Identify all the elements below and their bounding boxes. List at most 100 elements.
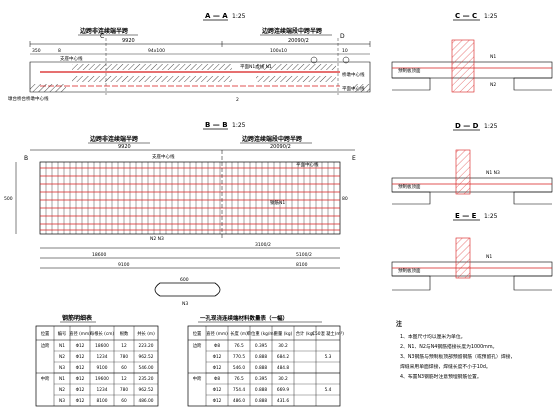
material-table-header-cell: 重量 (kg) [274, 330, 293, 337]
material-table-cell: 546.0 [233, 365, 246, 371]
stirrup-dim1: 600 [180, 277, 189, 283]
material-table-header-cell: 长度 (m) [230, 330, 248, 337]
material-table-cell: Φ8 [214, 343, 220, 349]
top-dim-mid2: 100x10 [270, 48, 287, 54]
material-table-cell: 0.888 [255, 387, 268, 393]
material-table-cell: 边跨 [193, 342, 202, 349]
mid-dim-left: 9920 [118, 144, 131, 150]
rebar-table-cell: 18600 [95, 343, 109, 349]
cross-section-ee [391, 237, 553, 291]
top-note-left: 支座中心线 [60, 55, 83, 62]
material-table-cell: 0.888 [255, 365, 268, 371]
notes-title: 注 [396, 320, 402, 328]
top-title-left: 边跨非连续端半跨 [79, 27, 129, 35]
material-table-cell: 30.2 [278, 343, 288, 349]
top-label-red: 平面N1虚线 N1 [240, 63, 272, 70]
rebar-table-cell: 中跨 [41, 375, 50, 382]
section-bb-label: B — B [205, 121, 228, 129]
top-dim-mid: 94x100 [148, 48, 165, 54]
material-table-cell: 76.5 [234, 343, 244, 349]
cross-section-dd [391, 149, 553, 205]
rebar-table-cell: 780 [120, 387, 128, 393]
material-table-cell: Φ12 [213, 354, 222, 360]
rebar-table-cell: 1234 [97, 387, 108, 393]
rebar-table-cell: 546.00 [138, 365, 153, 371]
section-cc-label: C — C [455, 12, 477, 20]
rebar-table-cell: 8100 [97, 398, 108, 404]
rebar-table-cell: 边跨 [41, 342, 50, 349]
material-table-cell: Φ12 [213, 387, 222, 393]
section-dd-label: D — D [455, 122, 479, 130]
rebar-table-cell: Φ12 [76, 354, 85, 360]
rebar-table-header-cell: 位置 [41, 330, 50, 337]
cc-label3: N2 [490, 82, 496, 88]
cross-section-cc [391, 39, 553, 93]
material-table-cell: 30.2 [278, 376, 288, 382]
material-table-cell: 684.2 [277, 354, 290, 360]
material-table-frame [187, 325, 341, 407]
cc-label2: N1 [490, 54, 496, 60]
material-table-cell: 76.5 [234, 376, 244, 382]
rebar-table-cell: 60 [121, 365, 127, 371]
section-bb-scale: 1:25 [232, 122, 246, 129]
stirrup-dim2: N3 [182, 301, 188, 307]
top-title-right: 边跨连续端段中跨半跨 [261, 27, 323, 35]
cut-marker-c: C [100, 33, 104, 40]
material-table-cell: 中跨 [193, 375, 202, 382]
material-table-header-cell: 位置 [193, 330, 202, 337]
material-table-cell: Φ12 [213, 398, 222, 404]
stirrup-detail-shape [154, 282, 221, 297]
rebar-table-cell: N1 [59, 343, 65, 349]
hatch-band-top-left [72, 64, 232, 70]
section-aa-label: A — A [205, 12, 228, 20]
ee-label1: 预制板顶面 [398, 267, 421, 274]
note-item-3: 3、N3钢筋与预制板顶部预留钢筋（或预留孔）焊接， [400, 353, 515, 360]
material-table-cell: 0.395 [255, 343, 268, 349]
mid-title-right: 边跨连续端段中跨半跨 [241, 135, 303, 143]
cut-marker-b: B [24, 155, 28, 162]
rebar-table-cell: 19600 [95, 376, 109, 382]
cut-marker-e: E [352, 155, 356, 162]
rebar-table-cell: N2 [59, 387, 65, 393]
material-table-cell: 0.888 [255, 398, 268, 404]
rebar-table-cell: 962.52 [138, 354, 153, 360]
dd-label2: N1 N3 [486, 170, 500, 176]
rebar-table-cell: N2 [59, 354, 65, 360]
mid-note-b: 钢筋N1 [270, 199, 285, 206]
note-item-4: 焊缝采用单面焊接，焊缝长度不小于10d。 [400, 363, 491, 370]
hatch-band-mid-left [72, 76, 232, 82]
top-note-right2: 平面中心线 [342, 85, 365, 92]
material-table-cell: 431.6 [277, 398, 290, 404]
top-note-right: 桥墩中心线 [342, 71, 365, 78]
rebar-table-cell: Φ12 [76, 376, 85, 382]
mid-dim-bot2: 5100/2 [296, 252, 312, 258]
section-dd-scale: 1:25 [484, 123, 498, 130]
section-cc-scale: 1:25 [484, 13, 498, 20]
top-dim-left: 9920 [122, 38, 135, 44]
note-item-1: 1、本图尺寸均以厘米为单位。 [400, 333, 465, 340]
top-dim-a: 350 [32, 48, 41, 54]
top-dim-c: 10 [342, 48, 348, 54]
rebar-table-cell: Φ12 [76, 398, 85, 404]
rebar-table-cell: 12 [121, 376, 127, 382]
mid-dim-80: 80 [342, 196, 348, 202]
material-table-cell: 770.5 [233, 354, 246, 360]
rebar-table-cell: N3 [59, 365, 65, 371]
material-table-header-cell: 直径 (mm) [206, 330, 228, 337]
material-table-cell: 754.4 [233, 387, 246, 393]
top-dim-b: 8 [58, 48, 61, 54]
rebar-table-title: 钢筋明细表 [62, 314, 93, 322]
rebar-table-header-cell: 每根长 (cm) [90, 330, 114, 337]
hatch-band-top-right [256, 64, 336, 70]
material-table-cell: 669.9 [277, 387, 290, 393]
rebar-table-cell: Φ12 [76, 365, 85, 371]
rebar-table-cell: 223.20 [138, 343, 153, 349]
rebar-table-cell: 9100 [97, 365, 108, 371]
top-dim-d: 2 [236, 97, 239, 103]
mid-dim-bot3: 9100 [118, 262, 130, 268]
rebar-table-cell: Φ12 [76, 387, 85, 393]
material-table-cell: 5.3 [325, 354, 332, 360]
